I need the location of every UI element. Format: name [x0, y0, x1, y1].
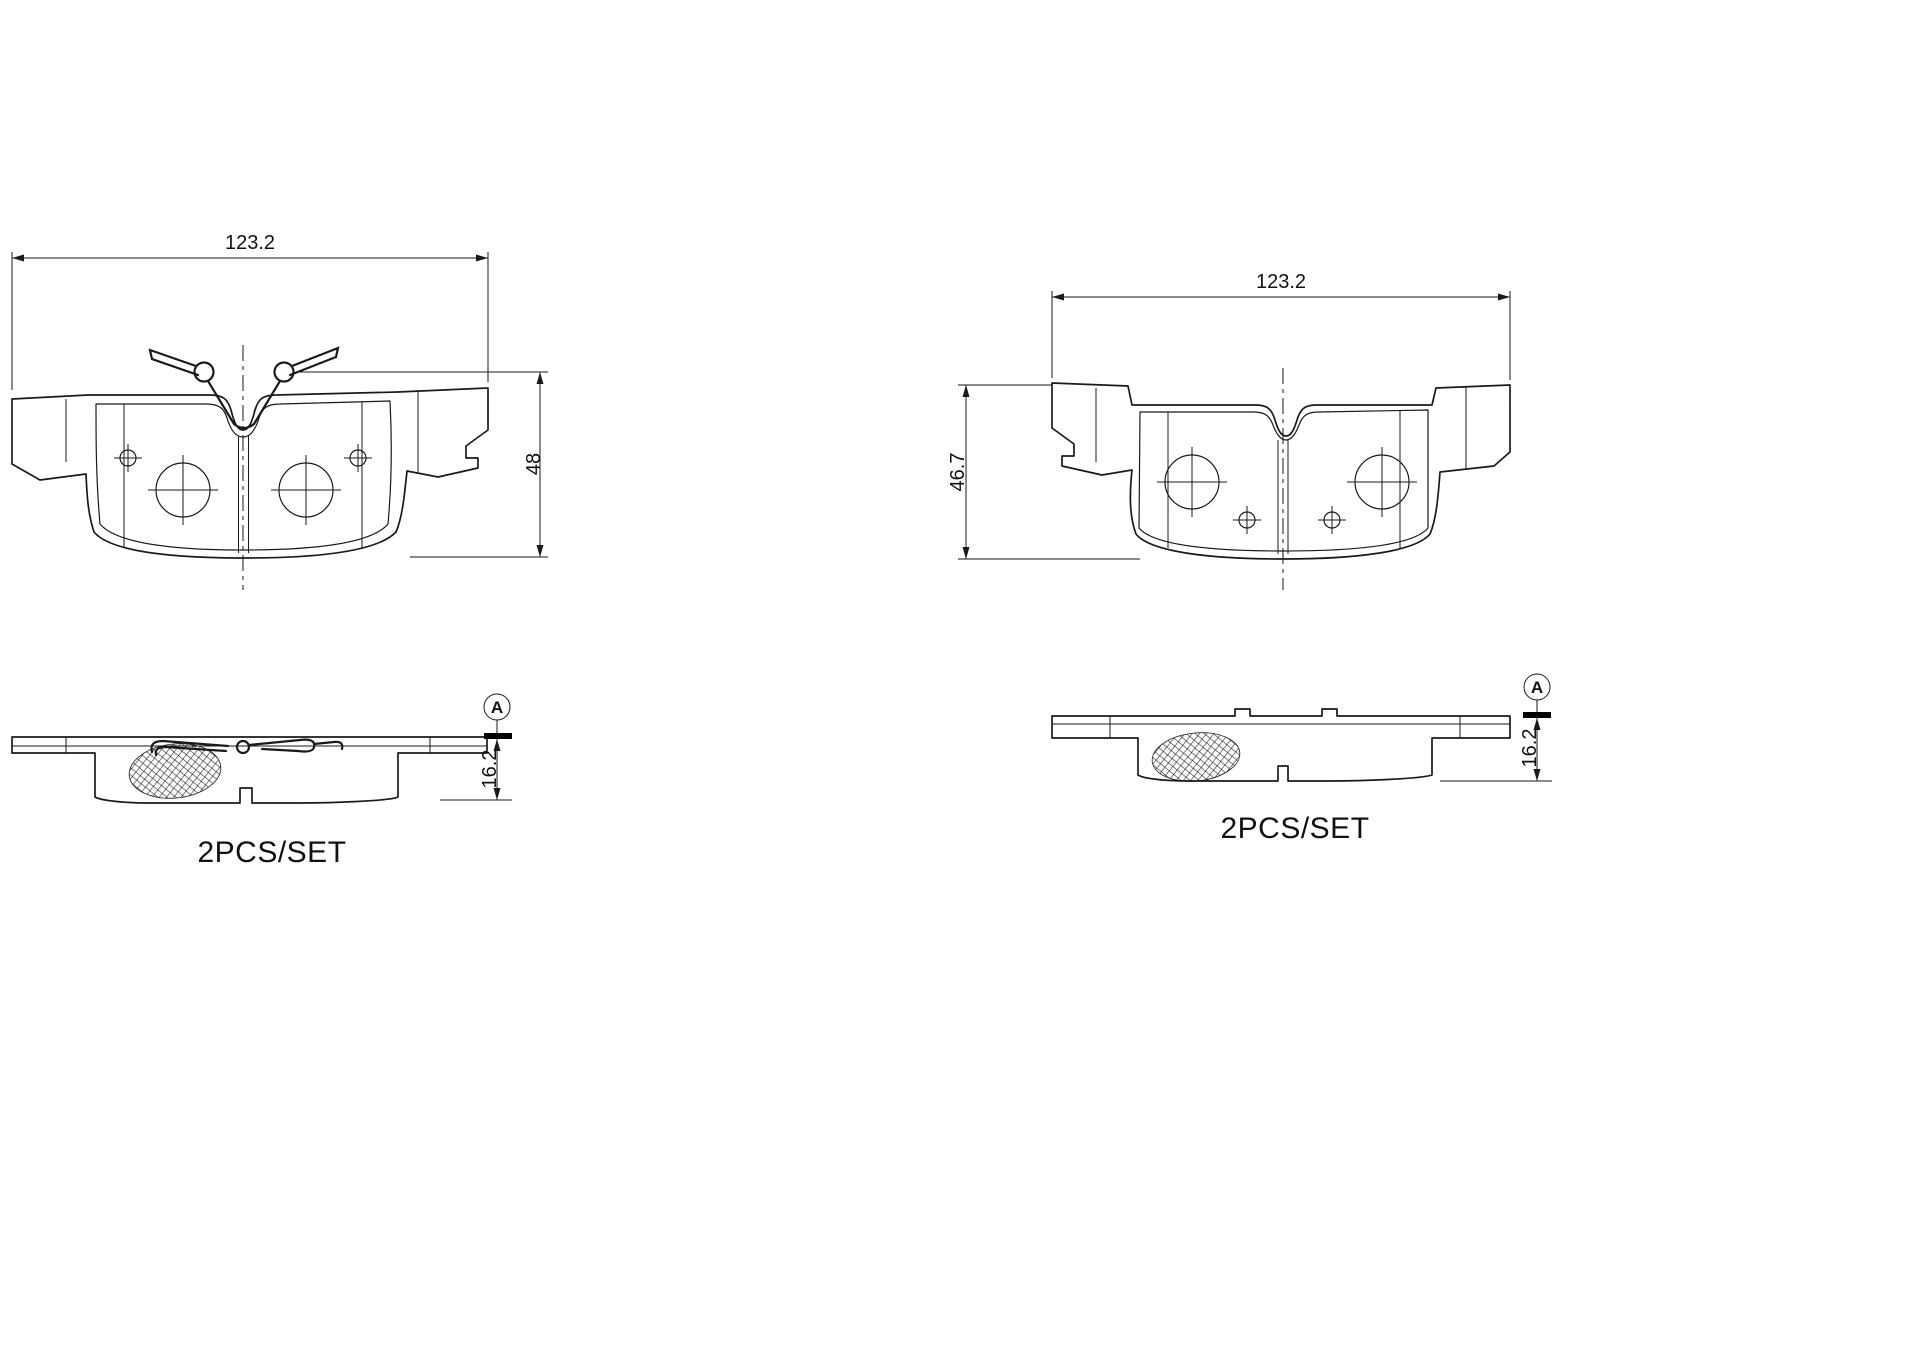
piston-contact-marks: [114, 444, 372, 525]
right-section-callout: A: [1523, 673, 1551, 718]
arrowhead: [962, 547, 970, 559]
arrowhead: [12, 254, 24, 262]
right-height-dimension: 46.7: [947, 384, 1140, 560]
friction-material-outline: [95, 400, 392, 551]
friction-material-outline: [1138, 409, 1429, 552]
hatched-wear-zone: [128, 743, 222, 799]
plate-detail-lines: [1095, 387, 1467, 554]
thickness-dimension-label: 16.2: [1519, 729, 1541, 768]
side-profile-outline: [11, 736, 488, 804]
section-balloon-label: A: [1531, 678, 1543, 697]
arrowhead: [493, 739, 501, 751]
right-pad-side-view: A 16.2 2PCS/SET: [1051, 673, 1552, 845]
pcs-set-label: 2PCS/SET: [1220, 812, 1369, 845]
arrowhead: [1052, 293, 1064, 301]
left-width-dimension: 123.2: [11, 232, 489, 390]
left-pad-front-view: 123.2: [11, 232, 548, 590]
spring-clip-side: [150, 738, 344, 757]
arrowhead: [1533, 769, 1541, 781]
height-dimension-label: 46.7: [947, 453, 969, 492]
left-section-callout: A: [483, 693, 512, 739]
spring-clip: [148, 346, 340, 430]
left-pad-side-view: A 16.2 2PCS/SET: [11, 693, 512, 869]
arrowhead: [536, 545, 544, 557]
thickness-dimension-label: 16.2: [479, 750, 501, 789]
width-dimension-label: 123.2: [225, 232, 275, 254]
backing-plate-outline: [11, 387, 489, 559]
plate-detail-lines: [65, 390, 419, 553]
left-height-dimension: 48: [300, 371, 548, 558]
right-pad-front-view: 123.2: [947, 271, 1511, 590]
section-balloon-label: A: [491, 698, 503, 717]
backing-plate-outline: [1051, 382, 1511, 560]
arrowhead: [476, 254, 488, 262]
width-dimension-label: 123.2: [1256, 271, 1306, 293]
hatched-wear-zone: [1151, 732, 1241, 782]
left-thickness-dimension: 16.2: [440, 737, 512, 801]
pcs-set-label: 2PCS/SET: [197, 836, 346, 869]
side-profile-outline: [1051, 708, 1511, 782]
piston-contact-marks: [1157, 447, 1417, 534]
right-width-dimension: 123.2: [1051, 271, 1511, 380]
arrowhead: [536, 372, 544, 384]
arrowhead: [1533, 718, 1541, 730]
arrowhead: [493, 788, 501, 800]
height-dimension-label: 48: [523, 453, 545, 475]
right-thickness-dimension: 16.2: [1440, 716, 1552, 782]
arrowhead: [1498, 293, 1510, 301]
arrowhead: [962, 385, 970, 397]
